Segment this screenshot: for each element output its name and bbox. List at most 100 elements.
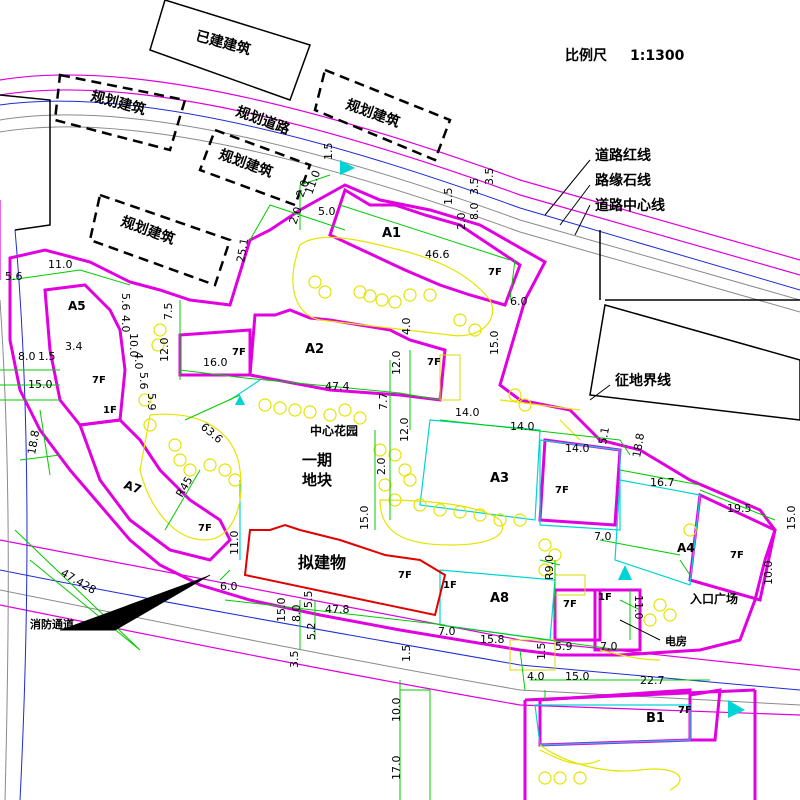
tree-icon bbox=[153, 323, 167, 337]
svg-text:10.0: 10.0 bbox=[762, 561, 775, 586]
svg-text:7.0: 7.0 bbox=[600, 640, 618, 653]
legend-road-center-line: 道路中心线 bbox=[595, 197, 665, 214]
legend-land-boundary: 征地界线 bbox=[615, 372, 671, 389]
svg-text:14.0: 14.0 bbox=[565, 442, 590, 455]
svg-text:19.5: 19.5 bbox=[727, 502, 752, 515]
tree-icon bbox=[218, 463, 232, 477]
svg-text:R9.0: R9.0 bbox=[543, 555, 556, 580]
svg-text:15.0: 15.0 bbox=[28, 378, 53, 391]
proposed-building bbox=[243, 523, 447, 617]
svg-text:15.0: 15.0 bbox=[565, 670, 590, 683]
svg-text:18.8: 18.8 bbox=[630, 432, 647, 458]
svg-text:7.5: 7.5 bbox=[162, 303, 175, 321]
svg-text:4.0: 4.0 bbox=[527, 670, 545, 683]
tree-icon bbox=[663, 608, 677, 622]
tree-icon bbox=[388, 493, 402, 507]
svg-text:11.0: 11.0 bbox=[228, 531, 241, 556]
tree-icon bbox=[173, 453, 187, 467]
tree-icon bbox=[151, 338, 165, 352]
existing-building-label: 已建建筑 bbox=[194, 27, 252, 58]
building-a4: A4 bbox=[677, 541, 695, 555]
left-building-outline bbox=[0, 94, 51, 231]
floor-proposed: 7F bbox=[398, 570, 412, 581]
labels: 比例尺 1:1300 道路红线 路缘石线 道路中心线 征地界线 已建建筑 规划建… bbox=[30, 27, 744, 726]
svg-text:1.5: 1.5 bbox=[535, 643, 548, 661]
tree-icon bbox=[538, 563, 552, 577]
legend-leaders bbox=[60, 159, 661, 641]
svg-text:1.5: 1.5 bbox=[400, 645, 413, 663]
tree-icon bbox=[168, 438, 182, 452]
svg-text:3.5: 3.5 bbox=[483, 168, 496, 186]
tree-icon bbox=[683, 523, 697, 537]
svg-text:15.0: 15.0 bbox=[785, 506, 798, 531]
entrance-arrow-icon bbox=[618, 565, 632, 580]
building-footprints bbox=[43, 187, 777, 747]
floor-a5: 7F bbox=[92, 375, 106, 386]
svg-text:17.0: 17.0 bbox=[390, 756, 403, 781]
building-b1: B1 bbox=[646, 711, 665, 726]
building-a2: A2 bbox=[305, 342, 324, 357]
legend-curb-line: 路缘石线 bbox=[595, 172, 651, 189]
planned-buildings bbox=[53, 68, 452, 287]
svg-text:2.0: 2.0 bbox=[287, 205, 305, 226]
svg-text:4.0: 4.0 bbox=[132, 352, 145, 370]
floor-electrical-1f: 1F bbox=[598, 592, 612, 603]
garden-arrow-icon bbox=[235, 395, 245, 405]
tree-icon bbox=[338, 403, 352, 417]
tree-icon bbox=[143, 418, 157, 432]
tree-icon bbox=[453, 313, 467, 327]
svg-text:10.0: 10.0 bbox=[390, 698, 403, 723]
svg-text:1.5: 1.5 bbox=[442, 188, 455, 206]
svg-text:8.0: 8.0 bbox=[18, 350, 36, 363]
svg-text:5.6: 5.6 bbox=[119, 293, 132, 311]
existing-building-outline bbox=[149, 0, 311, 101]
tree-icon bbox=[378, 478, 392, 492]
tree-icon bbox=[643, 613, 657, 627]
svg-text:14.0: 14.0 bbox=[455, 406, 480, 419]
planned-building-label-3: 规划建筑 bbox=[217, 146, 275, 181]
svg-text:11.0: 11.0 bbox=[48, 258, 73, 271]
svg-text:63.6: 63.6 bbox=[198, 420, 225, 446]
svg-text:5.9: 5.9 bbox=[145, 393, 158, 411]
road-lines bbox=[0, 74, 800, 800]
entrance-plaza-label: 入口广场 bbox=[690, 591, 738, 606]
tree-icon bbox=[303, 405, 317, 419]
proposed-building-label: 拟建物 bbox=[298, 553, 346, 572]
svg-text:8.0: 8.0 bbox=[468, 203, 481, 221]
electrical-room-label: 电房 bbox=[665, 634, 687, 648]
floor-a4: 7F bbox=[730, 550, 744, 561]
svg-text:3.4: 3.4 bbox=[65, 340, 83, 353]
tree-icon bbox=[228, 473, 242, 487]
svg-text:5.0: 5.0 bbox=[318, 205, 336, 218]
tree-icon bbox=[433, 503, 447, 517]
svg-text:5.6: 5.6 bbox=[137, 372, 150, 390]
building-a3: A3 bbox=[490, 471, 509, 486]
svg-text:3.5: 3.5 bbox=[468, 178, 481, 196]
entrance-arrows bbox=[235, 160, 745, 718]
floor-a8: 7F bbox=[563, 599, 577, 610]
tree-icon bbox=[203, 458, 217, 472]
svg-text:12.0: 12.0 bbox=[158, 338, 171, 363]
tree-icon bbox=[388, 448, 402, 462]
svg-text:15.0: 15.0 bbox=[488, 331, 501, 356]
floor-b1: 7F bbox=[678, 705, 692, 716]
central-garden-label: 中心花园 bbox=[310, 423, 358, 438]
trees bbox=[138, 275, 697, 785]
svg-text:5.9: 5.9 bbox=[555, 640, 573, 653]
planned-building-label-2: 规划建筑 bbox=[344, 96, 402, 131]
tree-icon bbox=[518, 398, 532, 412]
svg-text:8.0: 8.0 bbox=[290, 605, 303, 623]
floor-a7: 7F bbox=[198, 523, 212, 534]
tree-icon bbox=[318, 285, 332, 299]
tree-icon bbox=[493, 513, 507, 527]
tree-icon bbox=[183, 463, 197, 477]
svg-text:7.0: 7.0 bbox=[594, 530, 612, 543]
tree-icon bbox=[363, 289, 377, 303]
phase-one-label: 一期 bbox=[302, 451, 332, 469]
tree-icon bbox=[538, 771, 552, 785]
north-arrow-icon bbox=[340, 160, 355, 175]
tree-icon bbox=[288, 403, 302, 417]
svg-text:47.4: 47.4 bbox=[325, 380, 350, 393]
tree-icon bbox=[423, 288, 437, 302]
